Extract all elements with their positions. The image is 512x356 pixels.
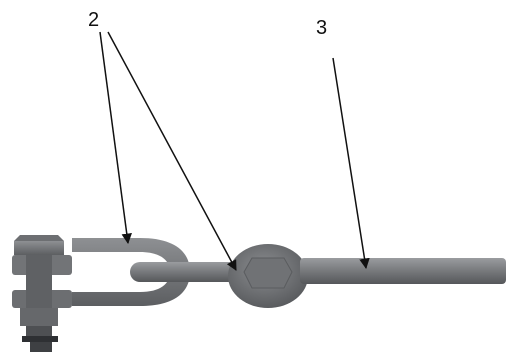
callout-label-2: 2 bbox=[88, 9, 99, 31]
leader-line-2a bbox=[99, 31, 132, 245]
connecting-rod bbox=[130, 262, 245, 282]
callout-label-3: 3 bbox=[316, 17, 327, 39]
main-rod bbox=[300, 258, 506, 284]
eye-joint bbox=[228, 244, 308, 308]
leader-lines bbox=[99, 31, 370, 271]
clevis-bracket bbox=[12, 235, 72, 352]
leader-line-3 bbox=[332, 57, 370, 270]
leader-line-2b bbox=[107, 31, 237, 271]
chain-link bbox=[72, 238, 190, 306]
